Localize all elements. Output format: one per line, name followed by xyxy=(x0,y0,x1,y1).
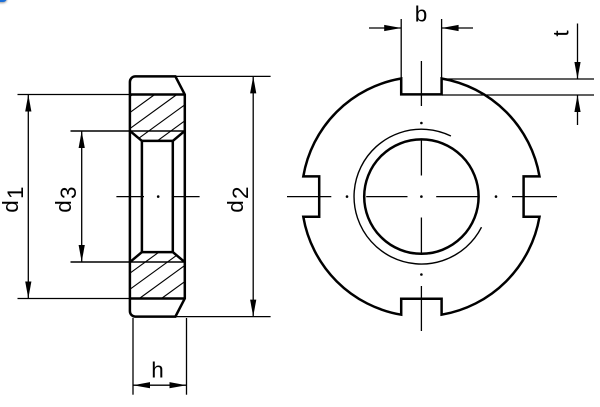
svg-text:b: b xyxy=(415,1,428,26)
svg-text:t: t xyxy=(549,30,574,37)
svg-text:h: h xyxy=(151,358,164,383)
